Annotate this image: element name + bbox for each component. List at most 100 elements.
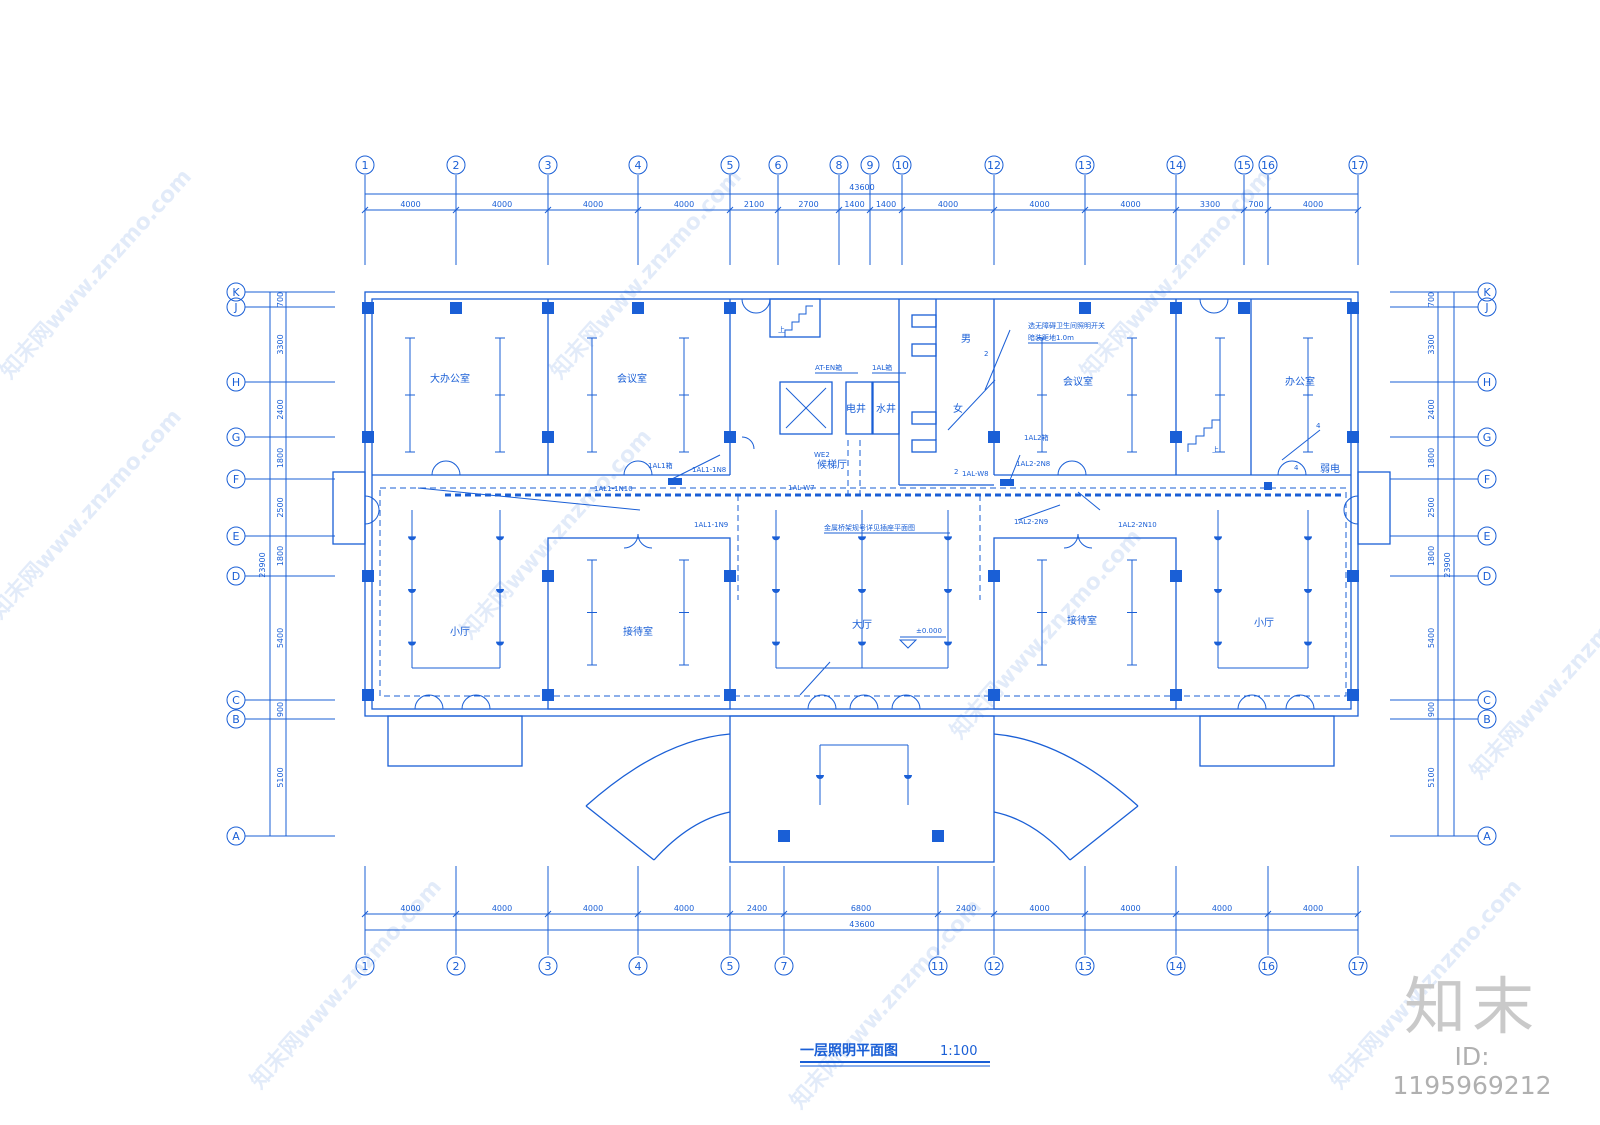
dim-label-left: 900: [276, 702, 285, 717]
axis-label-right: A: [1483, 830, 1491, 843]
pendant-light: [1214, 536, 1222, 541]
axis-label-bottom: 16: [1261, 960, 1275, 973]
dim-label-bottom: 4000: [1029, 904, 1049, 913]
dim-label-bottom: 4000: [1212, 904, 1232, 913]
axis-label-top: 16: [1261, 159, 1275, 172]
axis-label-right: H: [1483, 376, 1491, 389]
axis-label-left: A: [232, 830, 240, 843]
axis-bubble: [226, 526, 246, 546]
dim-label-top: 4000: [492, 200, 512, 209]
axis-bubble: [1477, 427, 1497, 447]
room-water-well: 水井: [876, 402, 896, 415]
watermark: 知末网www.znzmo.com: [545, 164, 747, 384]
axis-bubble: [720, 956, 740, 976]
total-height-right: 23900: [1443, 552, 1452, 577]
room-male: 男: [961, 333, 971, 345]
dim-label-top: 4000: [1120, 200, 1140, 209]
axis-bubble: [226, 372, 246, 392]
axis-label-top: 2: [453, 159, 460, 172]
dim-label-left: 1800: [276, 448, 285, 468]
dim-label-top: 4000: [583, 200, 603, 209]
room-hall-left: 小厅: [450, 626, 470, 638]
pendant-light: [408, 536, 416, 541]
brand-watermark: 知末 ID: 1195969212: [1372, 972, 1572, 1101]
label-we2: WE2: [814, 451, 830, 459]
axis-label-bottom: 14: [1169, 960, 1183, 973]
column: [724, 302, 736, 314]
axis-bubble: [1075, 155, 1095, 175]
pendant-light: [904, 775, 912, 779]
column: [362, 689, 374, 701]
axis-label-top: 5: [727, 159, 734, 172]
dim-label-right: 700: [1427, 292, 1436, 307]
axis-label-top: 10: [895, 159, 909, 172]
dim-label-top: 4000: [1029, 200, 1049, 209]
label-box-1al: 1AL箱: [872, 363, 892, 372]
dim-label-left: 3300: [276, 334, 285, 354]
axis-bubble: [892, 155, 912, 175]
dim-label-top: 4000: [1303, 200, 1323, 209]
axis-label-bottom: 3: [545, 960, 552, 973]
dim-label-right: 1800: [1427, 448, 1436, 468]
pendant-light: [496, 536, 504, 541]
axis-bubble: [1477, 372, 1497, 392]
dim-label-bottom: 2400: [956, 904, 976, 913]
axis-label-right: K: [1483, 286, 1491, 299]
column: [1347, 570, 1359, 582]
room-big-office: 大办公室: [430, 372, 470, 385]
axis-bubble: [1477, 297, 1497, 317]
total-height-left: 23900: [258, 552, 267, 577]
label-1al1-1n10: 1AL1-1N10: [594, 485, 633, 493]
pendant-light: [1214, 589, 1222, 593]
pendant-light: [858, 641, 866, 646]
dim-label-bottom: 4000: [492, 904, 512, 913]
axis-bubble: [446, 956, 466, 976]
axis-bubble: [226, 709, 246, 729]
pendant-light: [1304, 589, 1312, 593]
axis-label-top: 15: [1237, 159, 1251, 172]
axis-label-left: G: [232, 431, 241, 444]
column: [1347, 689, 1359, 701]
axis-label-bottom: 13: [1078, 960, 1092, 973]
axis-bubble: [538, 155, 558, 175]
pendant-light: [1304, 536, 1312, 541]
axis-bubble: [1477, 690, 1497, 710]
dim-label-top: 2700: [798, 200, 818, 209]
axis-label-top: 1: [362, 159, 369, 172]
axis-label-top: 17: [1351, 159, 1365, 172]
axis-label-bottom: 1: [362, 960, 369, 973]
axis-bubble: [928, 956, 948, 976]
axis-bubble: [1348, 155, 1368, 175]
page-title: 一层照明平面图: [800, 1043, 898, 1059]
column: [362, 570, 374, 582]
room-meeting-left: 会议室: [617, 372, 647, 385]
room-meeting-right: 会议室: [1063, 375, 1093, 388]
dim-label-top: 3300: [1200, 200, 1220, 209]
axis-label-bottom: 7: [781, 960, 788, 973]
total-dim-top: 43600: [849, 183, 874, 192]
dim-label-bottom: 2400: [747, 904, 767, 913]
axis-bubble: [1477, 526, 1497, 546]
axis-bubble: [226, 427, 246, 447]
axis-label-right: G: [1483, 431, 1492, 444]
pendant-light: [772, 589, 780, 593]
dim-label-right: 1800: [1427, 546, 1436, 566]
dim-label-bottom: 4000: [400, 904, 420, 913]
dim-label-bottom: 6800: [851, 904, 871, 913]
label-tray-note: 金属桥架规号详见插座平面图: [824, 523, 915, 532]
column: [1170, 302, 1182, 314]
axis-label-left: H: [232, 376, 240, 389]
column: [542, 431, 554, 443]
dim-label-top: 700: [1248, 200, 1263, 209]
bottom-axis-group: 1400024000340004400052400768001124001240…: [355, 866, 1368, 976]
room-female: 女: [953, 402, 963, 415]
watermark: 知末网www.znzmo.com: [945, 524, 1147, 744]
label-up-right: 上: [1212, 445, 1219, 454]
axis-bubble: [446, 155, 466, 175]
axis-label-top: 9: [867, 159, 874, 172]
light-fixtures: [405, 337, 1313, 805]
dim-label-left: 1800: [276, 546, 285, 566]
label-1al-w8: 1AL-W8: [962, 470, 989, 478]
column: [1079, 302, 1091, 314]
